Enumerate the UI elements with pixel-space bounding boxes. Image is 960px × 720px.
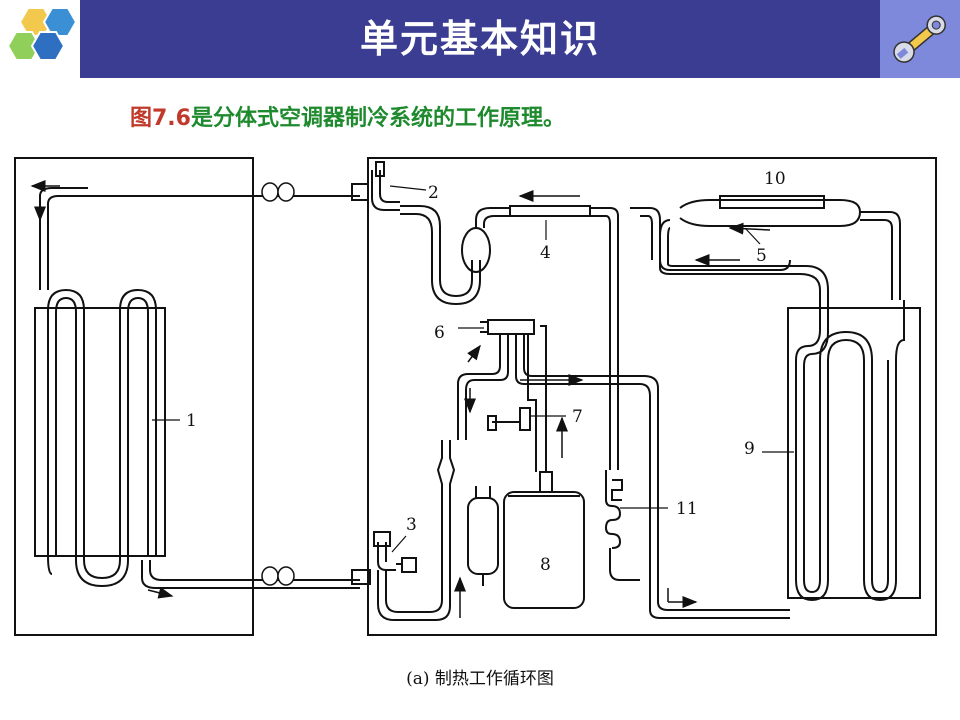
figure-reference: 图7.6 [130,106,191,131]
slide-subtitle: 图7.6是分体式空调器制冷系统的工作原理。 [130,100,565,132]
label-4: 4 [540,243,551,263]
label-5: 5 [756,246,767,266]
subtitle-text: 是分体式空调器制冷系统的工作原理。 [190,106,565,131]
outdoor-piping [351,161,921,621]
pipe-connectors [261,182,295,586]
refrigeration-cycle-diagram: 1 2 3 4 5 6 7 8 9 10 11 [14,157,937,636]
header-bar: 单元基本知识 [0,0,960,78]
indoor-heat-exchanger [34,187,360,589]
flow-arrows [454,190,771,618]
outdoor-unit-frame [367,157,937,636]
label-10: 10 [764,169,786,189]
label-8: 8 [540,555,551,575]
page-title: 单元基本知识 [359,17,600,61]
hexagon-cluster-icon [0,0,80,78]
label-7: 7 [572,407,583,427]
label-leaders [152,185,794,553]
tool-panel [880,0,960,78]
wrench-icon [893,15,946,63]
figure-caption: (a) 制热工作循环图 [406,669,554,689]
label-3: 3 [406,515,417,535]
label-1: 1 [186,411,197,431]
indoor-unit-frame [14,157,254,636]
label-6: 6 [434,323,445,343]
label-9: 9 [744,439,755,459]
label-11: 11 [676,499,698,519]
label-2: 2 [428,183,439,203]
